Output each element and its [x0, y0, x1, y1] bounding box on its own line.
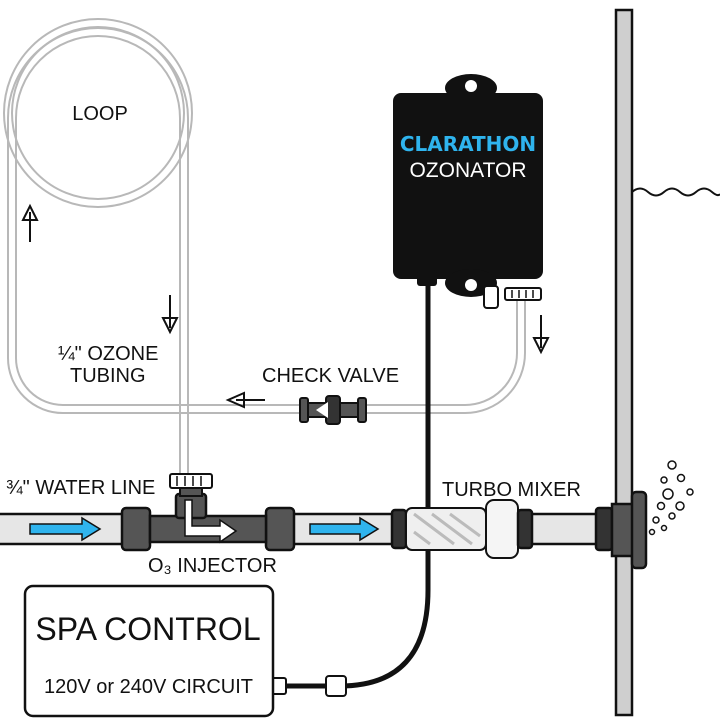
loop-label: LOOP	[72, 103, 128, 125]
spa-control-box[interactable]	[23, 584, 275, 718]
spa-control-label: SPA CONTROL	[35, 611, 260, 647]
spa-wall	[614, 8, 634, 717]
arrow-icon	[21, 203, 550, 409]
power-cord	[285, 272, 431, 689]
blue-arrow-icon	[29, 516, 380, 542]
cord-plug	[271, 675, 347, 697]
wall-jet-fitting	[594, 490, 648, 570]
ozone-tubing-loop	[3, 18, 526, 478]
check-valve-label: CHECK VALVE	[262, 365, 399, 387]
ozonator-brand: CLARATHON	[400, 132, 536, 156]
check-valve[interactable]	[299, 395, 367, 425]
ozonator-unit[interactable]	[393, 74, 543, 309]
bubbles-icon	[648, 460, 694, 536]
water-wave-icon	[631, 187, 720, 197]
turbo-mixer-label: TURBO MIXER	[442, 479, 581, 501]
circuit-label: 120V or 240V CIRCUIT	[44, 676, 253, 698]
ozone-tubing-label-2: TUBING	[70, 365, 146, 387]
turbo-mixer[interactable]	[390, 499, 534, 559]
water-line-label: ¾" WATER LINE	[6, 477, 155, 499]
ozone-injector[interactable]	[120, 473, 296, 552]
injector-label: O₃ INJECTOR	[148, 555, 277, 577]
ozonator-name: OZONATOR	[409, 159, 526, 182]
ozone-tubing-label: ¼" OZONE	[58, 343, 158, 365]
